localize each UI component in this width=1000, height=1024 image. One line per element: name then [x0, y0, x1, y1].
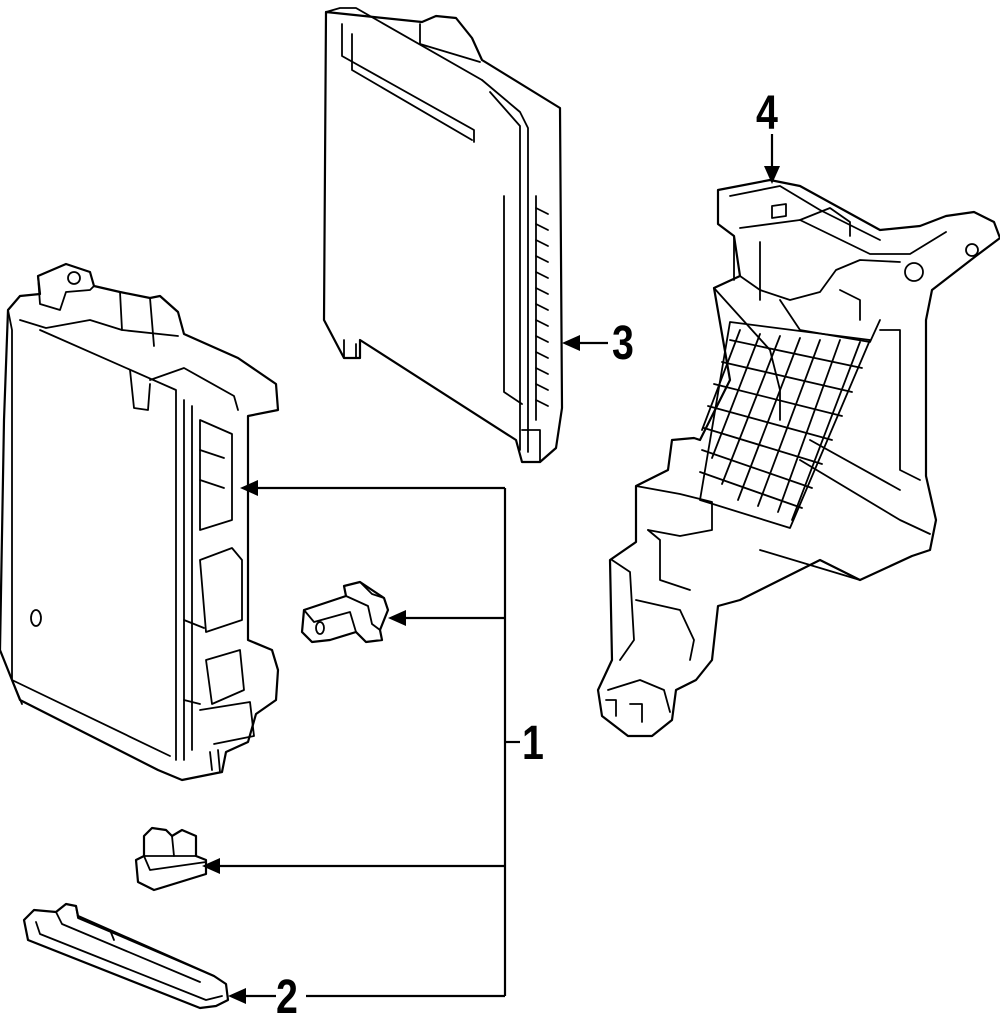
- callout-2: 2: [276, 971, 298, 1024]
- callout-4: 4: [756, 87, 778, 140]
- callout-3: 3: [612, 317, 634, 370]
- arrow-2: [228, 988, 246, 1004]
- cover-part-2[interactable]: [22, 902, 230, 1010]
- arrow-3: [562, 335, 580, 351]
- junction-block-part-1[interactable]: [0, 262, 280, 782]
- leader-lines: [202, 134, 780, 1004]
- fuse[interactable]: [134, 826, 208, 892]
- relay-connector[interactable]: [300, 580, 390, 644]
- callout-1: 1: [522, 717, 544, 770]
- arrow-1-fuse: [202, 858, 220, 874]
- arrow-4: [764, 166, 780, 184]
- bracket-part-4[interactable]: [596, 178, 1000, 738]
- control-module-part-3[interactable]: [322, 7, 564, 464]
- arrow-1-relay: [388, 610, 406, 626]
- arrow-1-block: [240, 480, 258, 496]
